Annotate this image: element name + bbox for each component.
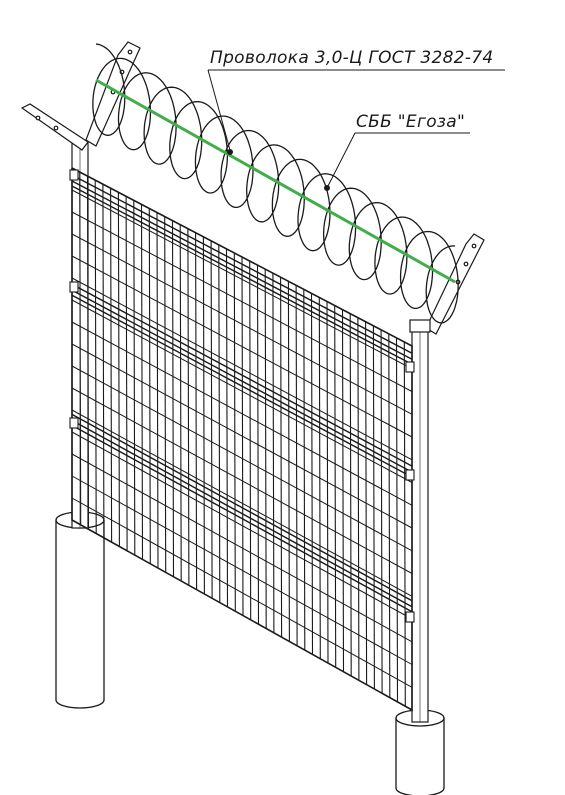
mesh-panel [71, 167, 413, 712]
mesh-stiffening-folds [71, 174, 413, 613]
wire-callout-leader [207, 69, 231, 151]
right-post [411, 329, 429, 723]
mesh-verticals [79, 171, 406, 706]
left-barbed-wire-bracket [20, 41, 141, 151]
razor-wire-coil-egoza [92, 43, 459, 324]
sbb-callout-leader [327, 132, 356, 187]
right-foundation [395, 709, 445, 795]
wire-callout-label: Проволока 3,0-Ц ГОСТ 3282-74 [210, 48, 494, 68]
razor-wire-spiral [92, 43, 459, 324]
callout-leaders [207, 69, 505, 191]
panel-clamps [69, 169, 415, 623]
mesh-horizontals [71, 189, 413, 688]
mesh-panel-outline [71, 167, 413, 712]
tension-wire [95, 78, 456, 284]
right-barbed-wire-bracket [409, 233, 485, 335]
left-foundation [55, 511, 105, 709]
sbb-callout-label: СББ "Егоза" [356, 112, 466, 132]
